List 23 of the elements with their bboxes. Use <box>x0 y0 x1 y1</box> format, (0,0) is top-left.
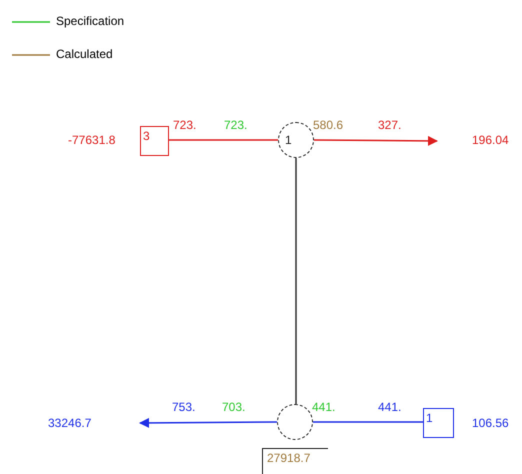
exchanger-circle <box>277 404 313 440</box>
spec-value: 723. <box>224 118 248 132</box>
legend-text: Specification <box>56 14 124 28</box>
flow-value: 441. <box>378 400 402 414</box>
value-box: 27918.7 <box>262 448 328 474</box>
connector-line <box>169 139 278 141</box>
stream-value: -77631.8 <box>68 133 116 147</box>
stream-value: 106.56 <box>472 416 509 430</box>
stream-value: 196.04 <box>472 133 509 147</box>
arrow <box>314 136 438 146</box>
spec-value: 441. <box>312 400 336 414</box>
legend-text: Calculated <box>56 47 113 61</box>
stream-value: 33246.7 <box>48 416 92 430</box>
flow-value: 753. <box>172 400 196 414</box>
exchanger-circle: 1 <box>278 122 314 158</box>
spec-value: 703. <box>222 400 246 414</box>
flow-value: 327. <box>378 118 402 132</box>
connector-line <box>313 421 423 423</box>
node-box: 1 <box>423 408 454 438</box>
connector-line <box>295 158 297 404</box>
flow-value: 723. <box>173 118 196 132</box>
calc-value: 580.6 <box>313 118 344 132</box>
node-box: 3 <box>140 126 169 156</box>
